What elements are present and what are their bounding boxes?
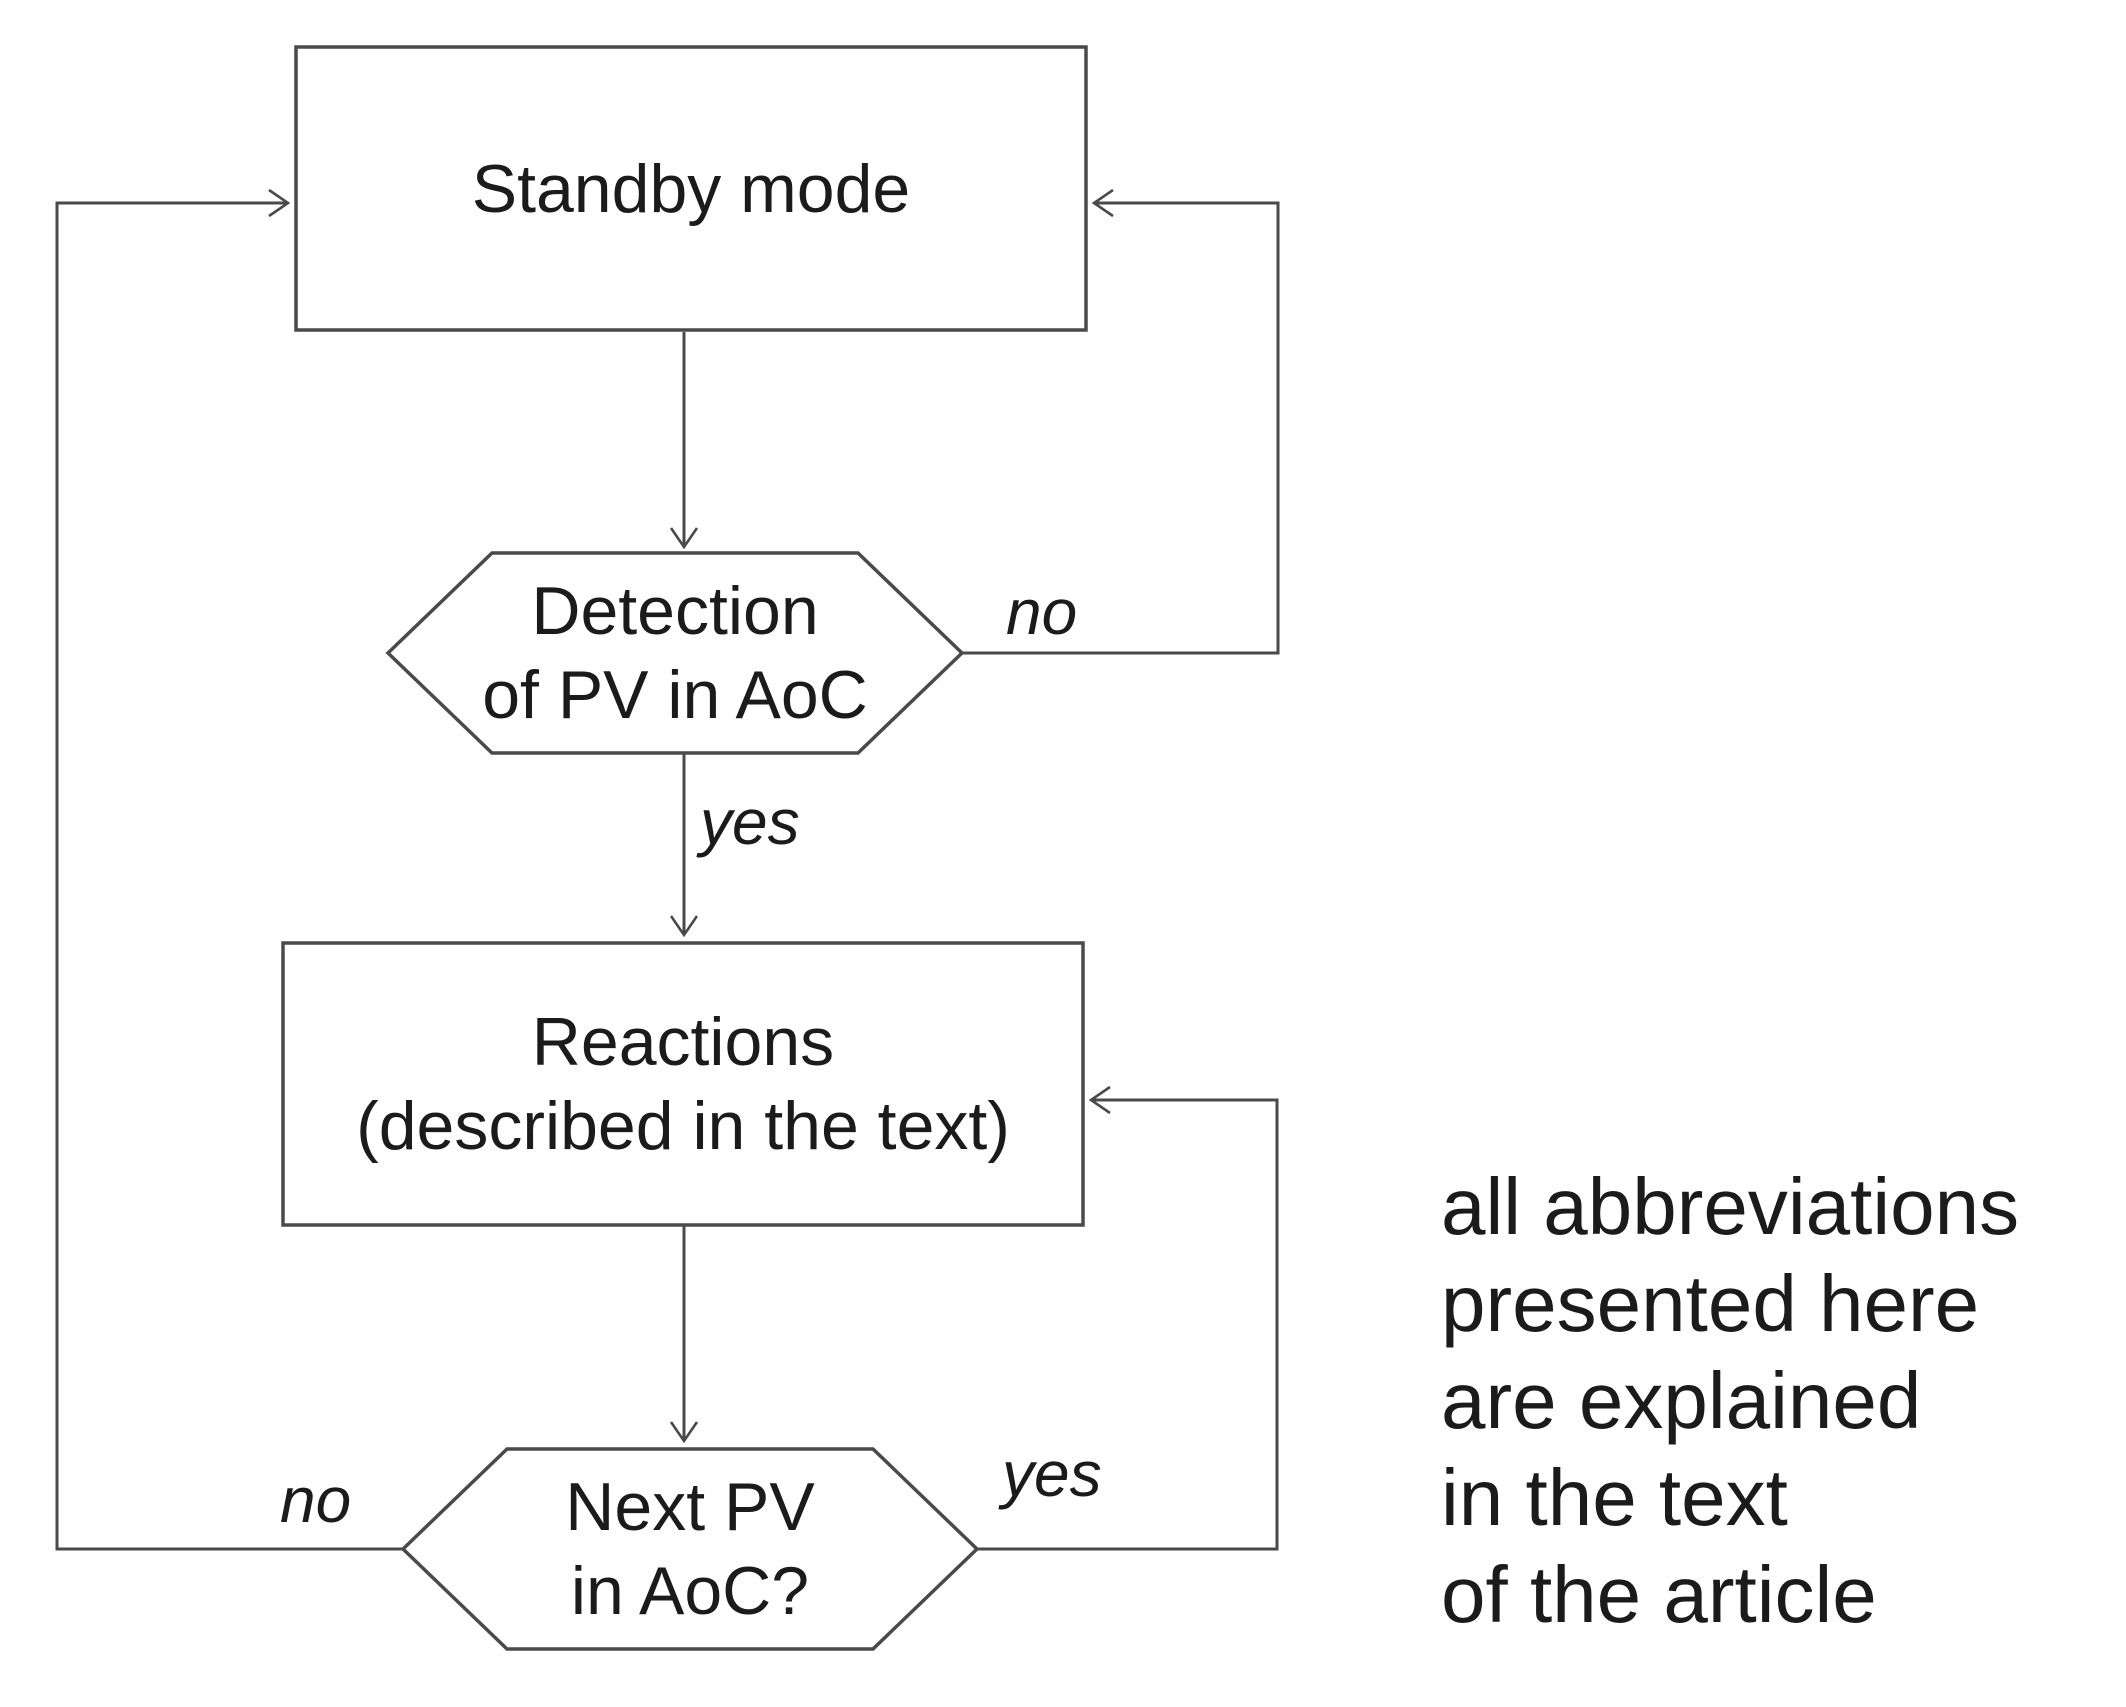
- label-line: of PV in AoC: [482, 657, 868, 733]
- edge-label-detection-no: no: [1006, 576, 1078, 648]
- edge-detection-no-loop: [960, 188, 1280, 655]
- label-line: in AoC?: [570, 1553, 810, 1629]
- standby-node-label: Standby mode: [296, 47, 1086, 330]
- label-line: Reactions: [531, 1004, 835, 1080]
- detection-decision-label: Detection of PV in AoC: [388, 553, 962, 753]
- edge-label-next-pv-no: no: [280, 1464, 352, 1536]
- note-line: in the text: [1441, 1453, 1788, 1542]
- reactions-node-box: [281, 941, 1085, 1227]
- next-pv-decision-hexagon: [400, 1447, 980, 1651]
- edge-next-pv-no-loop: [55, 188, 403, 1551]
- edge-next-pv-yes-loop: [977, 1085, 1279, 1551]
- detection-decision-hexagon: [385, 551, 965, 755]
- edge-label-next-pv-yes: yes: [1002, 1438, 1102, 1510]
- note-line: are explained: [1441, 1356, 1922, 1445]
- note-line: all abbreviations: [1441, 1162, 2020, 1251]
- note-line: presented here: [1441, 1259, 1980, 1348]
- label-line: Next PV: [565, 1469, 815, 1545]
- label-line: Standby mode: [471, 150, 911, 227]
- standby-node-box: [294, 45, 1088, 332]
- note-line: of the article: [1441, 1550, 1877, 1639]
- abbreviations-note: all abbreviations presented here are exp…: [1441, 1158, 2019, 1643]
- next-pv-decision-label: Next PV in AoC?: [403, 1449, 977, 1649]
- label-line: Detection: [531, 573, 819, 649]
- label-line: (described in the text): [356, 1088, 1010, 1164]
- reactions-node-label: Reactions (described in the text): [283, 943, 1083, 1225]
- edge-label-detection-yes: yes: [700, 786, 800, 858]
